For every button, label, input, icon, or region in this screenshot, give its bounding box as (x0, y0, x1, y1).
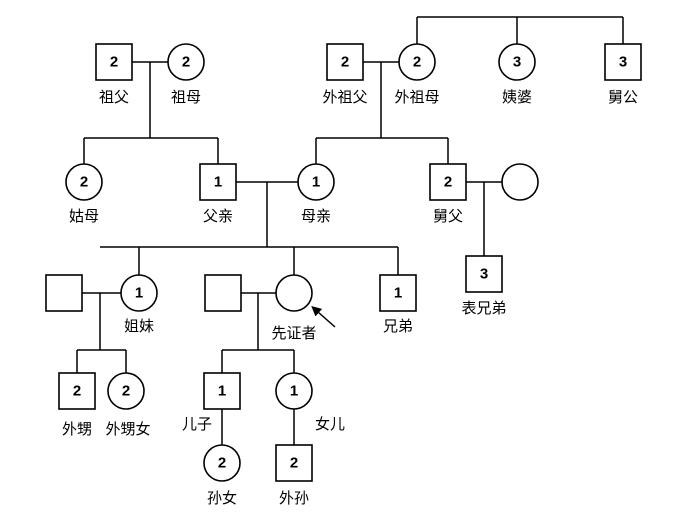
member-label: 外甥女 (105, 420, 150, 438)
degree-number: 3 (480, 266, 488, 283)
female-symbol (107, 372, 145, 410)
sister-spouse-node (45, 274, 83, 312)
degree-number: 3 (513, 54, 521, 71)
female-symbol (120, 274, 158, 312)
degree-number: 3 (619, 54, 627, 71)
member-label: 舅父 (433, 207, 463, 225)
degree-number: 2 (73, 383, 81, 400)
son-node: 1 儿子 (182, 372, 241, 433)
member-label: 姐妹 (124, 317, 154, 335)
grandson-node: 2 外孙 (275, 444, 313, 507)
degree-number: 1 (214, 174, 222, 191)
female-symbol (275, 372, 313, 410)
member-label: 儿子 (182, 415, 212, 433)
member-label: 姨婆 (502, 88, 532, 106)
male-symbol (465, 255, 503, 293)
degree-number: 1 (218, 383, 226, 400)
male-symbol (379, 274, 417, 312)
member-label: 女儿 (315, 415, 345, 433)
member-label: 祖母 (171, 88, 201, 106)
niece-node: 2 外甥女 (105, 372, 151, 438)
female-symbol (297, 163, 335, 201)
grandmother-node: 2 祖母 (167, 43, 205, 106)
proband-node: 先证者 (271, 274, 336, 342)
nephew-node: 2 外甥 (58, 372, 96, 438)
member-label: 外甥 (62, 420, 92, 438)
male-symbol (95, 43, 133, 81)
degree-number: 2 (182, 54, 190, 71)
member-label: 表兄弟 (461, 299, 506, 317)
degree-number: 2 (80, 174, 88, 191)
member-label: 外祖父 (322, 88, 367, 106)
member-label: 姑母 (69, 207, 99, 225)
degree-number: 2 (110, 54, 118, 71)
proband-spouse-node (204, 274, 242, 312)
mother-node: 1 母亲 (297, 163, 335, 225)
male-symbol (275, 444, 313, 482)
member-label: 先证者 (271, 324, 316, 342)
degree-number: 1 (394, 285, 402, 302)
daughter-node: 1 女儿 (275, 372, 345, 433)
sister-node: 1 姐妹 (120, 274, 158, 335)
member-label: 孙女 (207, 489, 237, 507)
great-aunt-node: 3 姨婆 (498, 43, 536, 106)
degree-number: 2 (413, 54, 421, 71)
member-label: 兄弟 (383, 317, 413, 335)
male-symbol (203, 372, 241, 410)
father-node: 1 父亲 (199, 163, 237, 225)
grandfather-node: 2 祖父 (95, 43, 133, 106)
degree-number: 2 (341, 54, 349, 71)
male-symbol (604, 43, 642, 81)
member-label: 祖父 (99, 88, 129, 106)
male-symbol (204, 274, 242, 312)
member-label: 舅公 (608, 88, 638, 106)
member-label: 父亲 (203, 207, 233, 225)
member-label: 外祖母 (394, 88, 439, 106)
degree-number: 1 (312, 174, 320, 191)
brother-node: 1 兄弟 (379, 274, 417, 335)
degree-number: 2 (290, 455, 298, 472)
female-symbol (501, 163, 539, 201)
degree-number: 2 (444, 174, 452, 191)
female-symbol (398, 43, 436, 81)
male-symbol (58, 372, 96, 410)
cousin-node: 3 表兄弟 (461, 255, 507, 317)
female-symbol (167, 43, 205, 81)
female-symbol (203, 444, 241, 482)
maternal-grandmother-node: 2 外祖母 (394, 43, 440, 106)
uncle-spouse-node (501, 163, 539, 201)
male-symbol (199, 163, 237, 201)
proband-arrow-icon (311, 306, 336, 328)
maternal-grandfather-node: 2 外祖父 (322, 43, 368, 106)
male-symbol (429, 163, 467, 201)
member-label: 母亲 (301, 207, 331, 225)
uncle-node: 2 舅父 (429, 163, 467, 225)
female-symbol (65, 163, 103, 201)
member-label: 外孙 (279, 489, 309, 507)
granddaughter-node: 2 孙女 (203, 444, 241, 507)
degree-number: 1 (290, 383, 298, 400)
female-symbol (275, 274, 313, 312)
aunt-node: 2 姑母 (65, 163, 103, 225)
degree-number: 2 (218, 455, 226, 472)
male-symbol (326, 43, 364, 81)
great-uncle-node: 3 舅公 (604, 43, 642, 106)
connector-lines (76, 16, 624, 445)
degree-number: 1 (135, 285, 143, 302)
degree-number: 2 (122, 383, 130, 400)
male-symbol (45, 274, 83, 312)
female-symbol (498, 43, 536, 81)
